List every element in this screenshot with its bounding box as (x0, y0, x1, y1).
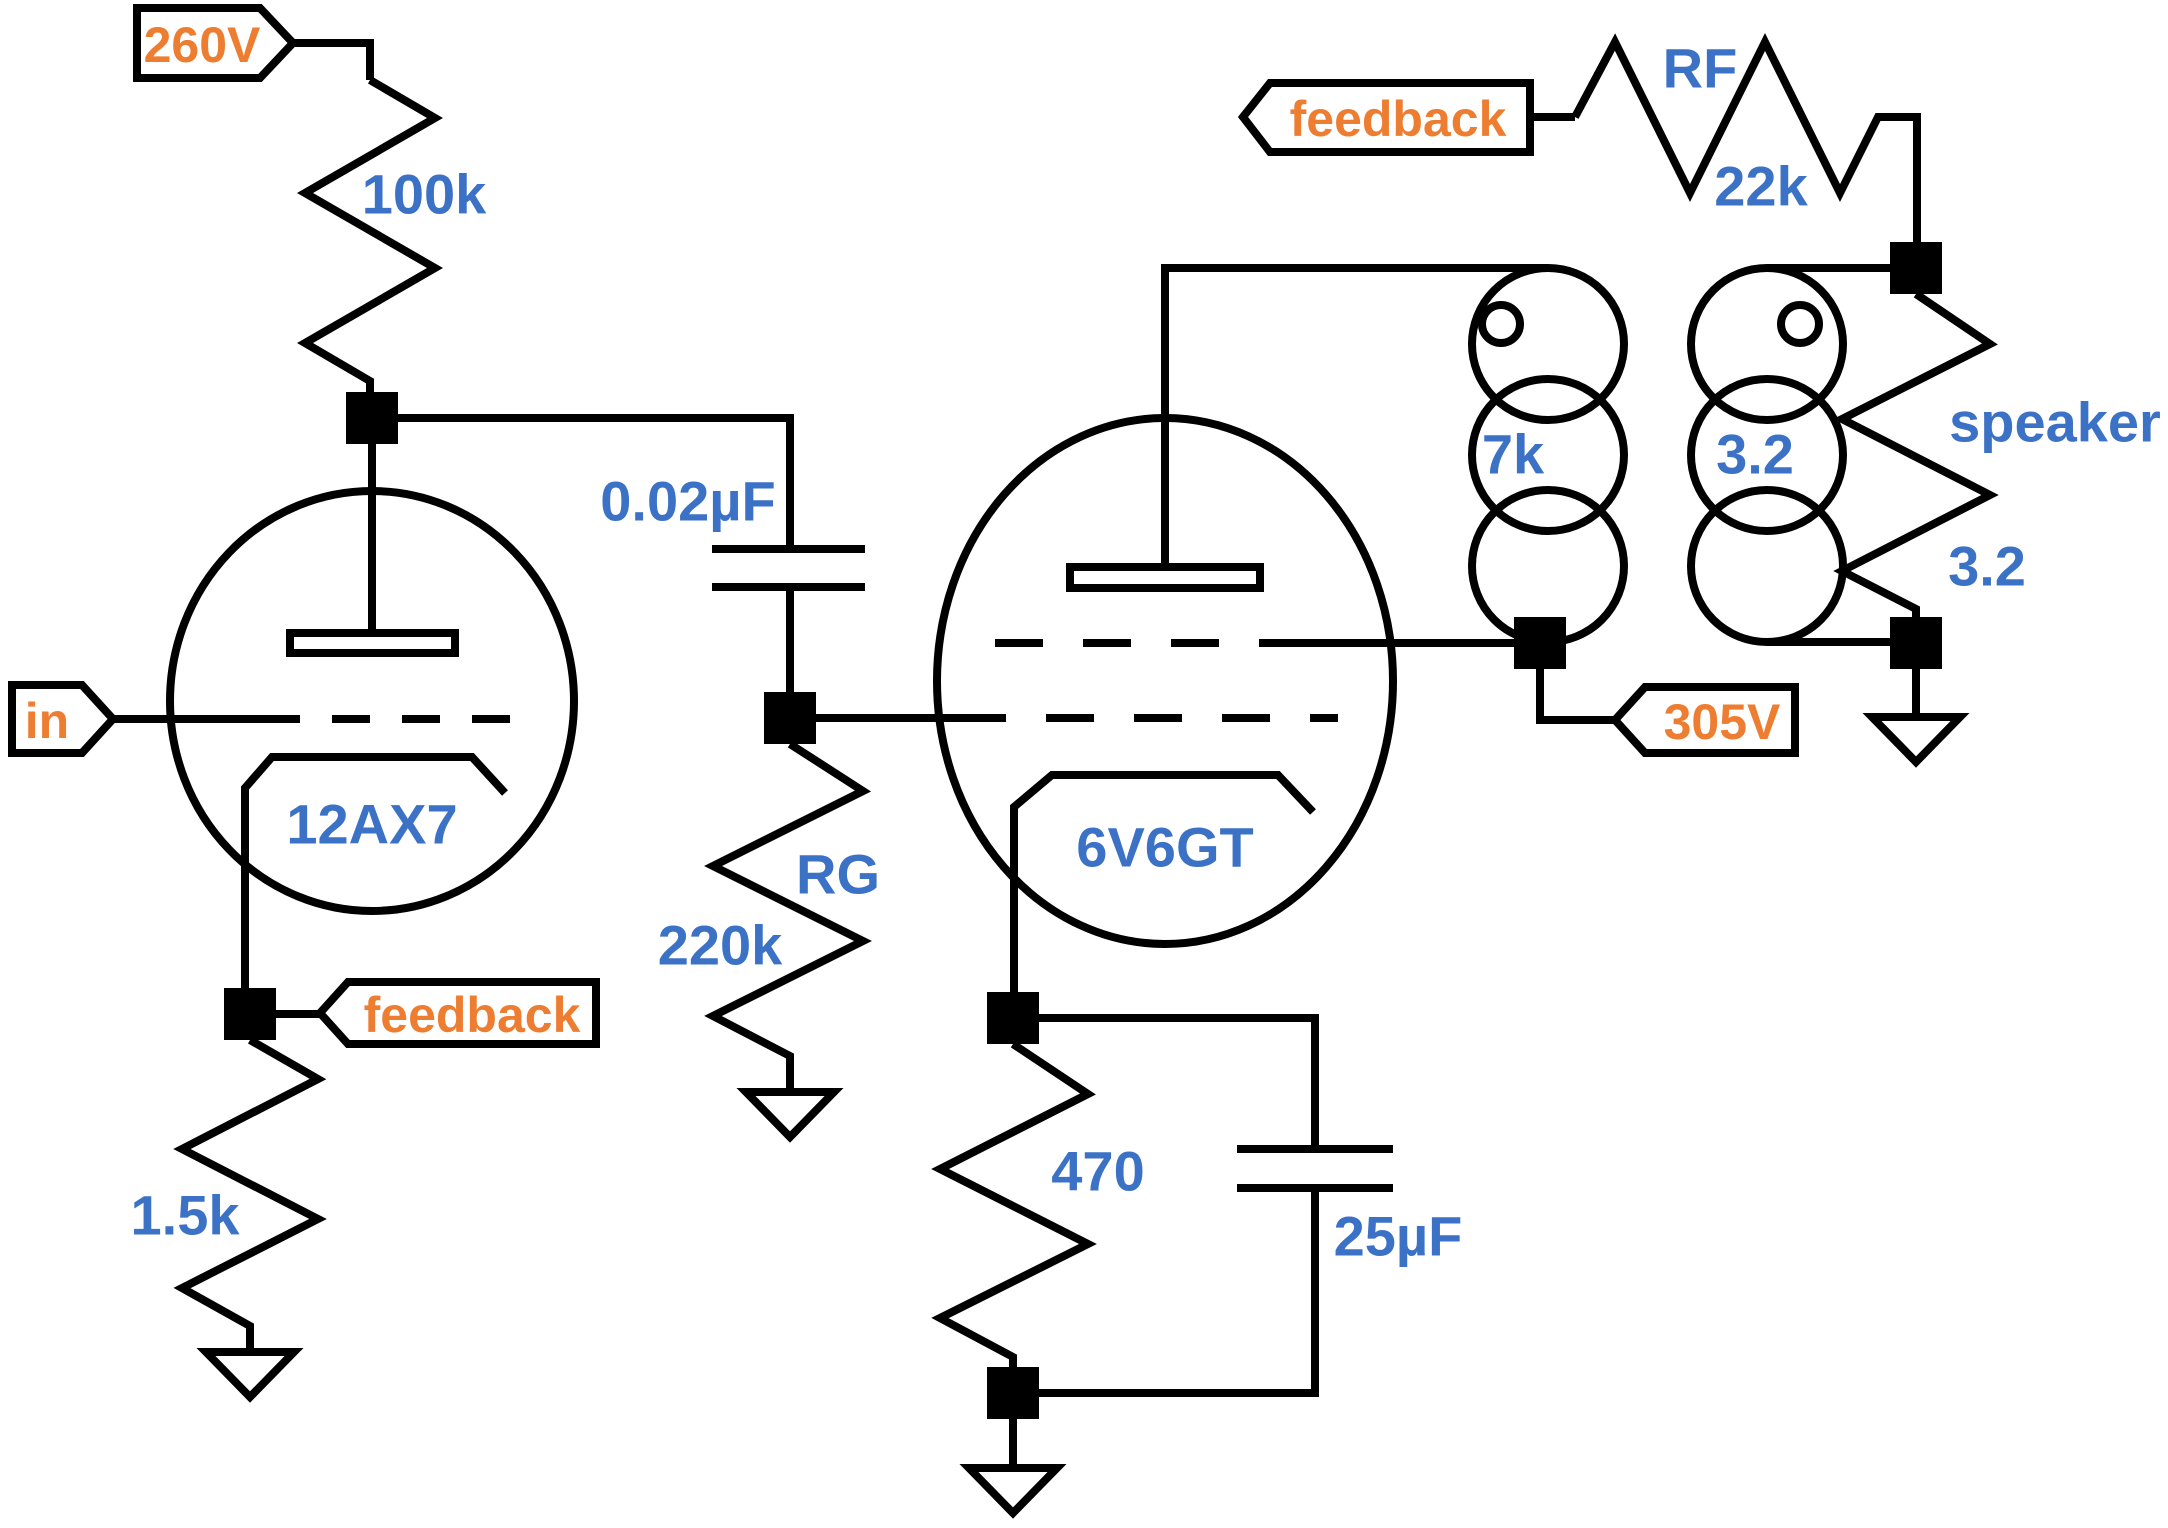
transformer-secondary-label: 3.2 (1716, 423, 1794, 486)
junction-dot-secondary-top (1890, 242, 1942, 294)
resistor-rg-value-label: 220k (658, 914, 783, 977)
wire-primary-to-305v-tag (1536, 669, 1615, 724)
tube2-cathode (1010, 771, 1316, 994)
ground-symbol-2 (736, 1088, 844, 1143)
tube2-anode-wire-to-transformer (1161, 264, 1548, 567)
feedback-tag-bottom (314, 978, 600, 1048)
input-tag (8, 681, 119, 757)
junction-dot-cathode2-bottom (987, 1367, 1039, 1419)
voltage-tag-260v (133, 3, 299, 82)
feedback-tag-bottom-label: feedback (364, 987, 581, 1043)
input-tag-label: in (25, 693, 69, 749)
resistor-1k5-label: 1.5k (131, 1184, 241, 1247)
resistor-rg-name-label: RG (796, 843, 880, 906)
resistor-100k (296, 76, 444, 394)
primary-phase-dot-icon (1478, 301, 1524, 347)
tube1-anode-plate (286, 629, 459, 657)
junction-dot-cathode2 (987, 992, 1039, 1044)
voltage-tag-305v-label: 305V (1664, 694, 1781, 750)
junction-dot-cathode1 (224, 988, 276, 1040)
speaker-name-label: speaker (1949, 391, 2161, 454)
resistor-speaker (1833, 290, 1999, 620)
tube2-anode-plate (1066, 563, 1264, 592)
transformer-primary-loop-1 (1468, 264, 1628, 424)
resistor-470-label: 470 (1051, 1140, 1144, 1203)
wire-plate1-to-coupling-cap (398, 414, 794, 549)
transformer-primary-loop-2 (1468, 375, 1628, 535)
resistor-1k5 (173, 1036, 327, 1354)
resistor-rg-220k (704, 740, 872, 1094)
resistor-100k-label: 100k (362, 163, 487, 226)
ground-symbol-4 (1862, 713, 1970, 768)
tube1-label: 12AX7 (286, 793, 457, 856)
tube1-cathode (241, 753, 508, 990)
wire-260v-to-plate-resistor (293, 39, 374, 80)
secondary-phase-dot-icon (1777, 301, 1823, 347)
junction-dot-grid2 (764, 692, 816, 744)
resistor-rf-name-label: RF (1663, 37, 1738, 100)
transformer-primary-label: 7k (1482, 423, 1545, 486)
coupling-cap-label: 0.02µF (600, 470, 775, 533)
resistor-rf-22k (1571, 33, 1921, 244)
speaker-impedance-label: 3.2 (1948, 535, 2026, 598)
wire-bypass-cap-return (1039, 1188, 1319, 1397)
junction-dot-primary-bottom (1514, 617, 1566, 669)
transformer-secondary-loop-2 (1687, 375, 1847, 535)
wire-cathode2-to-bypass-cap (1039, 1014, 1319, 1149)
bypass-cap-label: 25µF (1334, 1205, 1463, 1268)
resistor-470 (931, 1040, 1097, 1370)
transformer-secondary-loop-3 (1687, 486, 1847, 646)
junction-dot-secondary-bottom (1890, 617, 1942, 669)
tube2-label: 6V6GT (1076, 816, 1253, 879)
ground-symbol-1 (196, 1348, 304, 1403)
resistor-rf-value-label: 22k (1714, 155, 1808, 218)
ground-symbol-3 (959, 1464, 1067, 1519)
feedback-tag-top-label: feedback (1290, 91, 1507, 147)
voltage-tag-260v-label: 260V (144, 17, 261, 73)
voltage-tag-305v (1609, 683, 1799, 757)
junction-dot-plate1 (346, 392, 398, 444)
